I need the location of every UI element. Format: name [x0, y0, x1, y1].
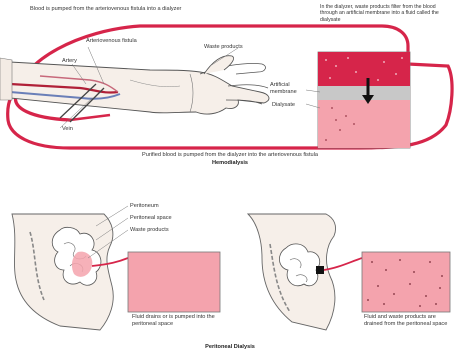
thumb	[204, 56, 234, 74]
clamp-right	[316, 266, 324, 274]
forearm	[10, 62, 269, 114]
fluid-bag-left	[128, 252, 220, 312]
peri-caption-right: Fluid and waste products are drained fro…	[364, 314, 450, 328]
label-artery: Artery	[62, 58, 77, 65]
label-waste-products-peri: Waste products	[130, 227, 169, 234]
dialyzer-note: In the dialyzer, waste products filter f…	[320, 4, 450, 23]
hemo-bottom-caption: Purified blood is pumped from the dialyz…	[40, 152, 420, 159]
label-dialysate: Dialysate	[272, 102, 295, 109]
label-vein: Vein	[62, 126, 73, 133]
hemo-top-caption: Blood is pumped from the arteriovenous f…	[30, 6, 320, 13]
label-peritoneal-space: Peritoneal space	[130, 215, 172, 222]
dialyzer-blood	[318, 52, 410, 86]
catheter-right	[324, 258, 362, 270]
upper-arm	[0, 58, 12, 100]
label-peritoneum: Peritoneum	[130, 203, 159, 210]
label-arteriovenous-fistula: Arteriovenous fistula	[86, 38, 146, 45]
hemo-title: Hemodialysis	[160, 160, 300, 166]
label-artificial-membrane: Artificial membrane	[270, 82, 312, 96]
drain-bag-right	[362, 252, 450, 312]
peri-caption-left: Fluid drains or is pumped into the perit…	[132, 314, 218, 328]
label-waste-products-hemo: Waste products	[204, 44, 243, 51]
peri-title: Peritoneal Dialysis	[160, 344, 300, 350]
